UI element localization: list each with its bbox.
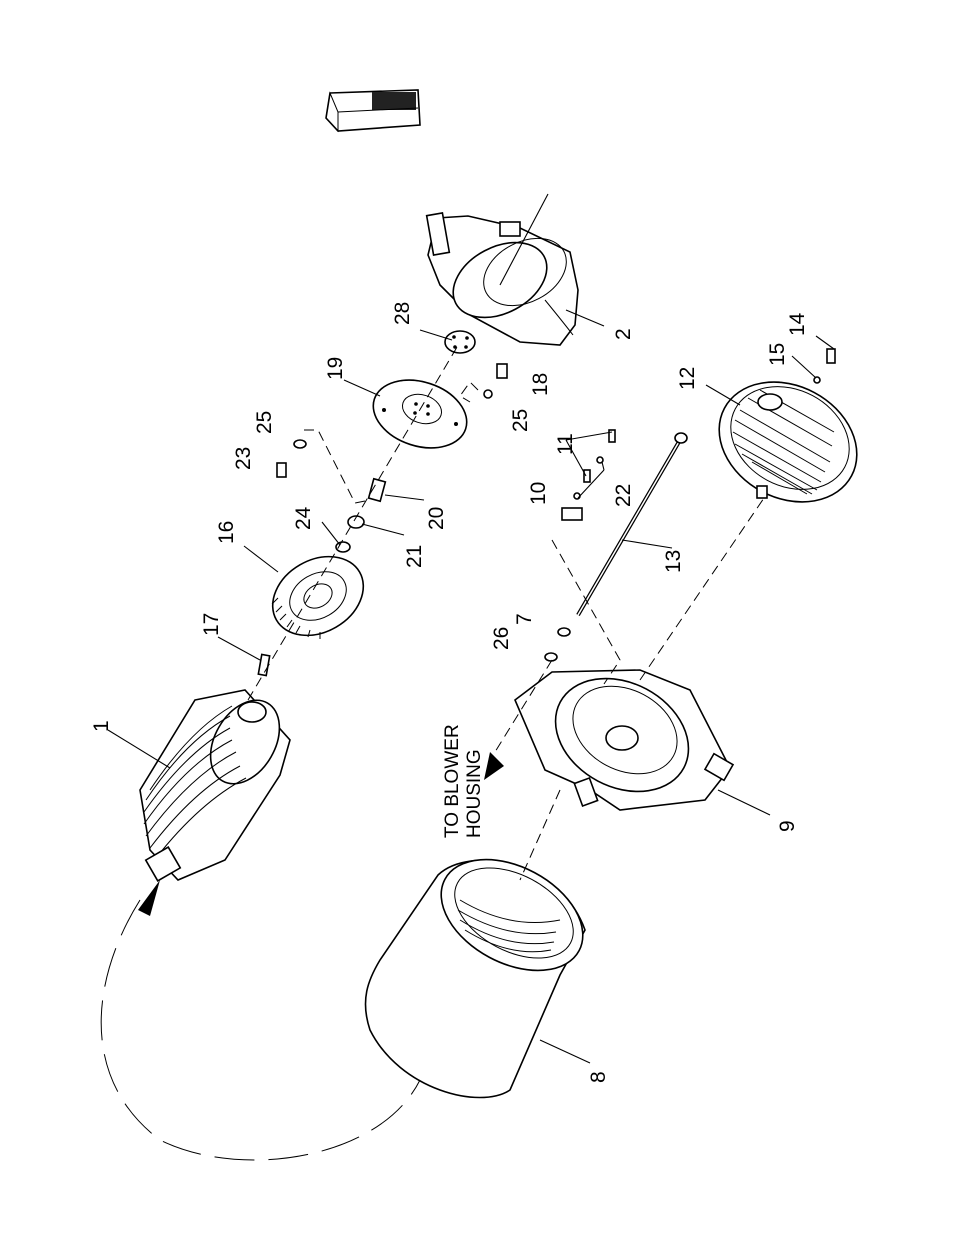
callout-21: 21 [403,545,426,568]
part-13-rod [578,433,687,615]
part-26-nut [545,653,557,661]
callout-12: 12 [676,367,699,390]
part-12-grille [698,359,878,525]
part-19-plate [364,369,475,460]
part-14-screw [827,349,835,363]
callout-16: 16 [215,521,238,544]
part-1-rotor [140,688,293,881]
part-7-washer [558,628,570,636]
note-line-1: TO BLOWER [442,724,463,838]
part-18-screw [497,364,507,378]
callout-9: 9 [776,820,799,832]
part-23-screw [277,463,286,477]
callout-18: 18 [529,373,552,396]
callout-17: 17 [200,613,223,636]
callout-19: 19 [324,357,347,380]
part-11-screw-a [584,470,590,482]
assembly-arrow-icon [138,880,160,916]
callout-7: 7 [513,613,536,625]
callout-26: 26 [490,627,513,650]
part-17-key [258,654,269,675]
part-22-nut-a [574,493,580,499]
callout-15: 15 [766,343,789,366]
part-20-bolt [369,479,386,501]
callout-8: 8 [587,1071,610,1083]
orientation-thumbnail [326,90,420,131]
callout-25-left: 25 [253,411,276,434]
part-10-bracket [562,508,582,520]
callout-22: 22 [612,484,635,507]
blower-arrow-icon [484,752,504,780]
callout-28: 28 [391,302,414,325]
callout-25-right: 25 [509,409,532,432]
callout-2: 2 [612,328,635,340]
callout-24: 24 [292,506,315,530]
callout-1: 1 [90,720,113,732]
part-8-shell [365,837,601,1098]
part-15-washer [814,377,820,383]
part-25-washer-right [484,390,492,398]
callout-13: 13 [662,550,685,573]
part-16-fan [258,541,377,651]
callout-14: 14 [786,312,809,336]
part-11-screw-b [609,430,615,442]
part-2-housing [427,213,578,345]
callout-20: 20 [425,507,448,530]
callout-23: 23 [232,447,255,470]
callout-11: 11 [554,433,577,455]
note-line-2: HOUSING [464,749,485,838]
blower-housing-note: TO BLOWER HOUSING [442,724,485,838]
part-25-washer-left [294,440,306,448]
part-9-endbell [515,656,733,814]
callout-10: 10 [527,482,550,505]
